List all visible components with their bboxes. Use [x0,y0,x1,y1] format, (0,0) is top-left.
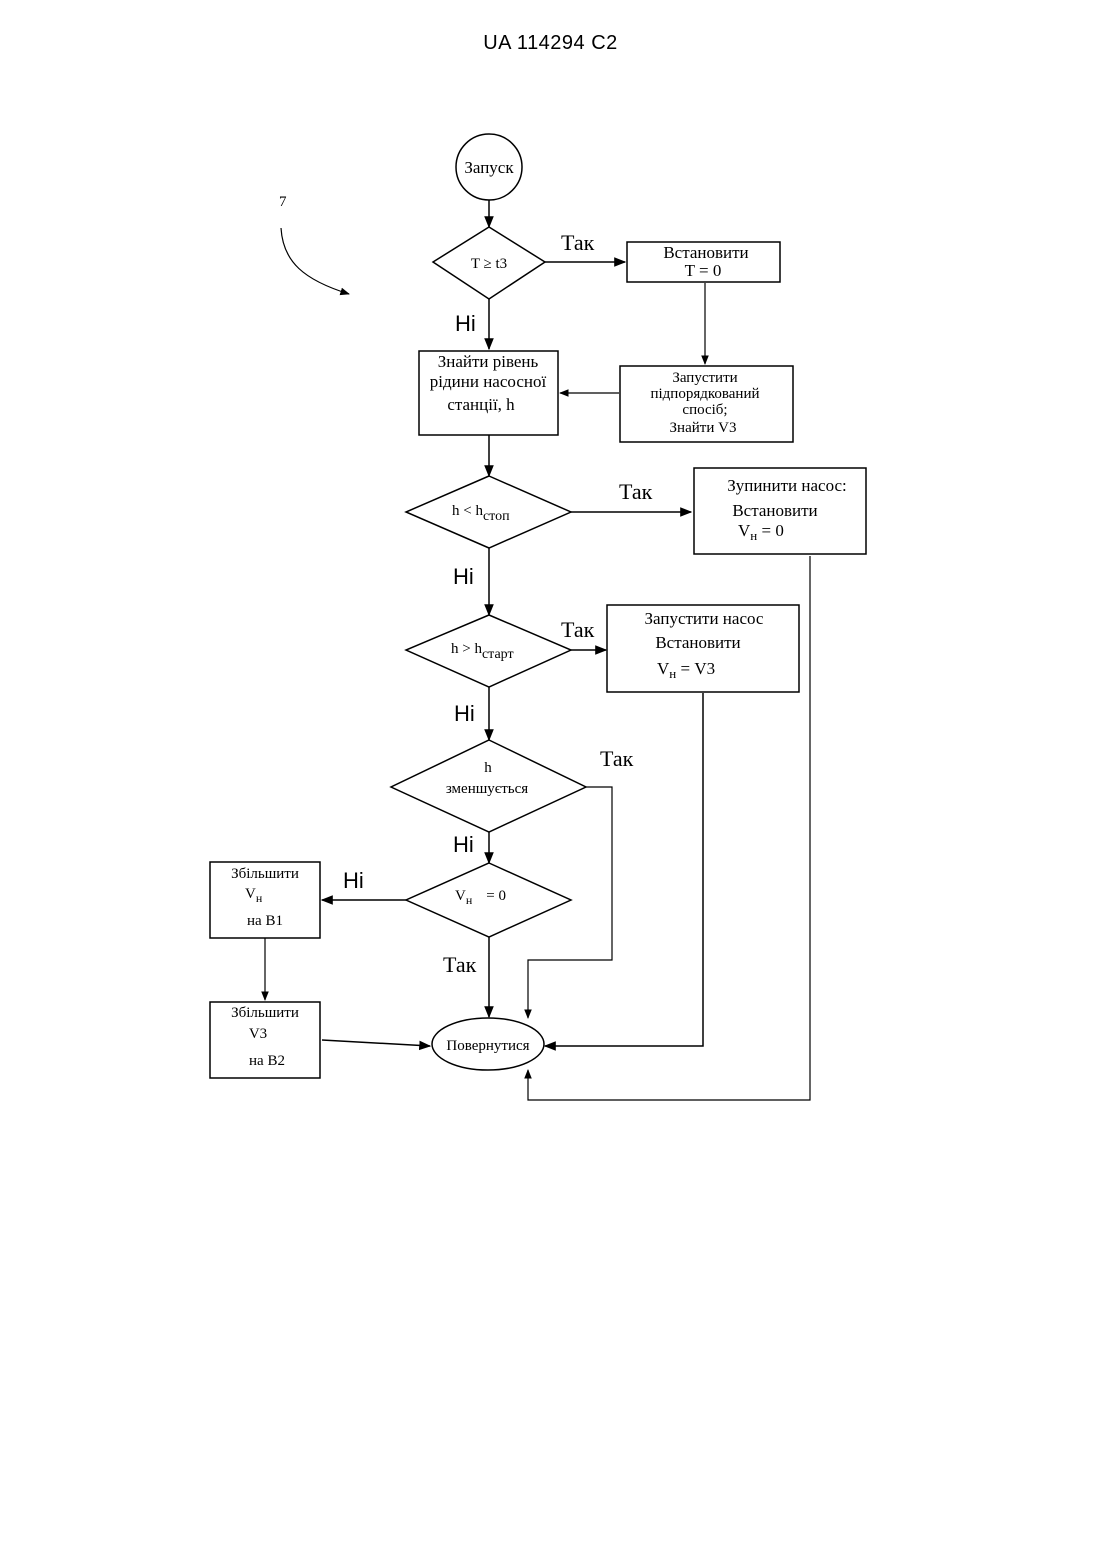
node-find-level-line1: Знайти рівень [438,352,539,371]
node-start-pump-v: V [657,659,670,678]
node-check-decr: h зменшується [391,740,586,832]
edge-label-no-4: Ні [453,832,474,857]
node-inc-vn-line1: Збільшити [231,866,299,882]
node-check-decr-line1: h [484,760,492,776]
node-inc-v3-line1: Збільшити [231,1005,299,1021]
node-check-stop: h < hстоп [406,476,571,548]
node-start-pump-vrest: = V3 [676,659,715,678]
node-check-t-label: T ≥ t3 [471,256,507,272]
node-find-level-line2: рідини насосної [430,372,547,391]
node-check-start-sub: старт [482,647,514,662]
figure-ref-label: 7 [279,194,287,210]
node-return-label: Повернутися [446,1038,529,1054]
node-stop-pump-line3: Vн = 0 [738,521,784,543]
edge-label-no-3: Ні [454,701,475,726]
node-start-label: Запуск [464,158,514,177]
node-stop-pump: Зупинити насос: Встановити Vн = 0 [694,468,866,554]
node-check-decr-line2: зменшується [446,781,528,797]
node-start-pump: Запустити насос Встановити Vн = V3 [607,605,799,692]
edge-label-no-5: Ні [343,868,364,893]
node-check-vn: Vн = 0 [406,863,571,937]
node-stop-pump-vsub: н [750,528,757,543]
node-sub-method-line1: Запустити [672,370,737,386]
node-stop-pump-line2: Встановити [732,501,817,520]
node-set-t-line1: Встановити [663,243,748,262]
node-find-level: Знайти рівень рідини насосної станції, h [419,351,558,435]
node-return: Повернутися [432,1018,544,1070]
node-sub-method: Запустити підпорядкований спосіб; Знайти… [620,366,793,442]
node-set-t-line2: T = 0 [685,261,722,280]
figure-ref-arrow [281,228,349,294]
node-start-pump-line3: Vн = V3 [657,659,715,681]
node-start-pump-line2: Встановити [655,633,740,652]
node-check-vn-rest: = 0 [486,888,506,904]
node-check-vn-vsub: н [466,893,473,907]
node-inc-vn-v: V [245,886,256,902]
node-start-pump-line1: Запустити насос [645,609,764,628]
edge-label-yes-1: Так [561,230,595,255]
edge-label-no-2: Ні [453,564,474,589]
node-stop-pump-v: V [738,521,751,540]
node-inc-v3-line2: V3 [249,1026,267,1042]
node-inc-v3-line3: на B2 [249,1053,285,1069]
node-check-vn-v: V [455,888,466,904]
node-inc-vn: Збільшити Vн на B1 [210,862,320,938]
node-check-stop-main: h < h [452,503,483,519]
node-sub-method-line4: Знайти V3 [670,420,737,436]
node-check-t: T ≥ t3 [433,227,545,299]
node-inc-vn-line3: на B1 [247,913,283,929]
node-check-stop-sub: стоп [483,509,510,524]
node-check-start: h > hстарт [406,615,571,687]
edge-label-yes-5: Так [443,952,477,977]
node-stop-pump-line1: Зупинити насос: [727,476,847,495]
node-find-level-line3: станції, h [447,395,515,414]
node-sub-method-line2: підпорядкований [650,386,759,402]
edge-label-yes-4: Так [600,746,634,771]
node-sub-method-line3: спосіб; [682,402,727,418]
node-set-t: Встановити T = 0 [627,242,780,282]
node-inc-v3: Збільшити V3 на B2 [210,1002,320,1078]
node-stop-pump-vrest: = 0 [757,521,784,540]
node-check-start-main: h > h [451,641,482,657]
edge-inc-v3-to-return [322,1040,430,1046]
edge-label-yes-3: Так [561,617,595,642]
edge-label-no-1: Ні [455,311,476,336]
node-start: Запуск [456,134,522,200]
edge-label-yes-2: Так [619,479,653,504]
node-inc-vn-vsub: н [256,891,263,905]
node-start-pump-vsub: н [669,666,676,681]
